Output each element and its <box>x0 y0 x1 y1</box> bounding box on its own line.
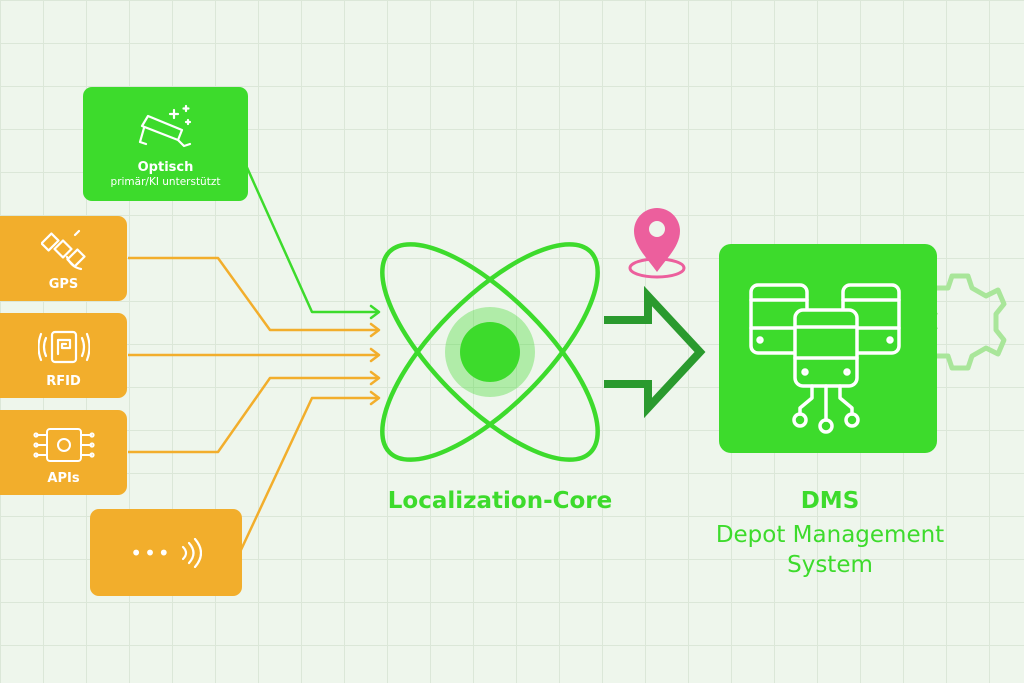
satellite-icon <box>40 229 86 271</box>
connector-gps <box>128 256 378 332</box>
arrowhead-rfid <box>369 347 381 363</box>
rfid-label: RFID <box>46 374 81 389</box>
gear-icon <box>930 273 1007 371</box>
atom-icon <box>380 242 600 462</box>
map-pin-icon <box>628 208 686 279</box>
wireless-signal-icon <box>181 537 202 568</box>
dms-subtitle: Depot Management System <box>680 520 980 580</box>
rfid-chip-icon <box>37 330 90 364</box>
dms-title: DMS <box>800 488 860 514</box>
camera-icon <box>138 104 191 148</box>
localization-core-label: Localization-Core <box>387 488 613 514</box>
source-rfid: RFID <box>0 313 127 398</box>
connector-more <box>238 396 378 553</box>
apis-label: APIs <box>47 471 80 486</box>
dms-subtitle-line2: System <box>787 552 873 578</box>
optisch-label: Optisch <box>137 160 194 175</box>
buses-network-icon <box>749 283 901 434</box>
connector-optisch <box>238 151 378 314</box>
output-arrow <box>604 285 706 419</box>
source-gps: GPS <box>0 216 127 301</box>
source-optisch: Optisch primär/KI unterstützt <box>83 87 248 201</box>
dms-subtitle-line1: Depot Management <box>715 522 945 548</box>
optisch-sublabel: primär/KI unterstützt <box>110 176 221 188</box>
source-apis: APIs <box>0 410 127 495</box>
arrowhead-apis <box>369 370 381 386</box>
arrowhead-gps <box>369 322 381 338</box>
arrowhead-optisch <box>369 304 381 320</box>
source-more: ••• <box>90 509 242 596</box>
core-nucleus <box>460 322 520 382</box>
connector-apis <box>128 376 378 454</box>
circuit-board-icon <box>32 428 95 462</box>
arrowhead-more <box>369 390 381 406</box>
more-dots: ••• <box>130 540 172 565</box>
gps-label: GPS <box>48 277 79 292</box>
